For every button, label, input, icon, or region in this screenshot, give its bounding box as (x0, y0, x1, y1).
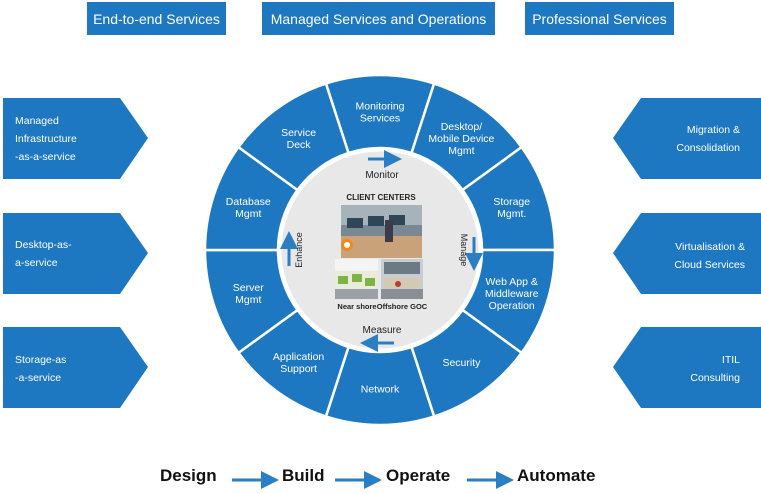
left-pentagon-desktop: Desktop-as- a-service (3, 213, 148, 294)
wheel-segment-label: Deck (287, 139, 312, 151)
offshore-goc-label: Offshore GOC (377, 302, 428, 311)
wheel-segment-label: Middleware (485, 288, 539, 300)
wheel-segment-label: Mobile Device (428, 133, 494, 145)
wheel-segment-label: Service (281, 127, 316, 139)
monitor-label: Monitor (365, 170, 399, 181)
near-shore-label: Near shore (337, 302, 376, 311)
pentagon-line: -as-a-service (15, 151, 76, 163)
manage-label: Manage (459, 234, 469, 267)
wheel-segment-label: Mgmt. (497, 208, 526, 220)
pentagon-line: Storage-as (15, 354, 66, 366)
pentagon-line: ITIL (722, 354, 740, 366)
wheel-segment-label: Server (233, 282, 264, 294)
measure-label: Measure (363, 325, 402, 336)
top-box-professional-services: Professional Services (525, 2, 674, 35)
wheel-segment-label: Services (360, 113, 400, 125)
pentagon-line: Virtualisation & (675, 241, 745, 253)
right-pentagon-migration: Migration & Consolidation (613, 98, 761, 179)
pentagon-line: Infrastructure (15, 133, 77, 145)
right-pentagon-virtualisation: Virtualisation & Cloud Services (613, 213, 761, 294)
left-pentagon-managed-infrastructure: Managed Infrastructure -as-a-service (3, 98, 148, 179)
pentagon-line: Consulting (690, 372, 740, 384)
left-pentagon-storage: Storage-as -a-service (3, 327, 148, 408)
pentagon-line: Consolidation (676, 142, 740, 154)
pentagon-line: Desktop-as- (15, 239, 72, 251)
flow-step-build: Build (282, 466, 325, 485)
flow-step-design: Design (160, 466, 217, 485)
wheel-segment-label: Web App & (486, 276, 538, 288)
offshore-goc-photo (381, 259, 423, 299)
wheel-segment-label: Storage (493, 196, 530, 208)
flow-step-operate: Operate (386, 466, 451, 485)
wheel-segment-label: Mgmt (235, 208, 261, 220)
wheel-segment-label: Support (280, 363, 317, 375)
pentagon-line: Migration & (687, 124, 740, 136)
bottom-flow: Design Build Operate Automate (0, 462, 761, 492)
wheel-segment-label: Operation (489, 300, 535, 312)
enhance-label: Enhance (294, 232, 304, 268)
wheel-segment-label: Network (361, 384, 400, 396)
wheel-segment-label: Mgmt (235, 294, 261, 306)
near-shore-photo (335, 259, 378, 299)
wheel-segment-label: Security (442, 357, 481, 369)
wheel-segment (236, 81, 351, 192)
pentagon-line: -a-service (15, 372, 61, 384)
wheel-segment-label: Monitoring (355, 101, 404, 113)
top-box-label: End-to-end Services (93, 10, 220, 27)
wheel-segment-label: Application (273, 351, 325, 363)
pentagon-line: a-service (15, 257, 58, 269)
right-pentagon-itil: ITIL Consulting (613, 327, 761, 408)
wheel-segment-label: Desktop/ (441, 121, 483, 133)
client-center-main-photo (341, 205, 422, 258)
pentagon-line: Cloud Services (674, 259, 745, 271)
wheel-segment-label: Database (226, 196, 271, 208)
top-box-managed-services: Managed Services and Operations (262, 2, 495, 35)
top-box-label: Professional Services (532, 10, 667, 27)
flow-step-automate: Automate (517, 466, 596, 485)
top-box-label: Managed Services and Operations (270, 10, 487, 27)
top-box-end-to-end: End-to-end Services (87, 2, 226, 35)
client-centers-title: CLIENT CENTERS (346, 193, 416, 202)
pentagon-line: Managed (15, 115, 59, 127)
wheel-segment-label: Mgmt (448, 145, 474, 157)
